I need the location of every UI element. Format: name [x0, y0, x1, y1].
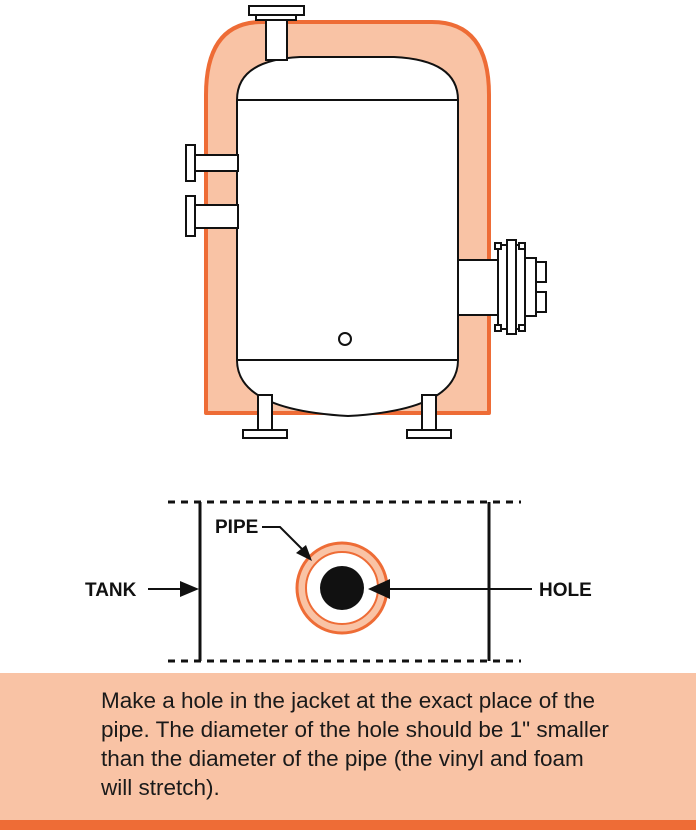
hole-label: HOLE: [539, 580, 592, 601]
right-leg: [406, 394, 452, 439]
instruction-box: Make a hole in the jacket at the exact p…: [0, 673, 696, 820]
instruction-text: Make a hole in the jacket at the exact p…: [101, 688, 609, 800]
pipe-arrow-head-icon: [296, 545, 312, 561]
pipe-label: PIPE: [215, 517, 258, 538]
top-nozzle: [248, 5, 305, 61]
hole-icon: [320, 566, 364, 610]
tank-jacket-diagram: PIPE TANK HOLE: [85, 5, 592, 663]
left-nozzle-lower: [185, 195, 239, 237]
right-flange-assembly: [457, 239, 547, 335]
tank-arrow-head-icon: [180, 581, 199, 597]
left-leg: [242, 394, 288, 439]
left-nozzle-upper: [185, 144, 239, 182]
tank-label: TANK: [85, 580, 137, 601]
instruction-bottom-bar: [0, 820, 696, 830]
pipe-arrow-line: [262, 526, 306, 553]
hole-arrow-head-icon: [368, 579, 390, 599]
tank-vessel: [236, 56, 459, 418]
drain-port-icon: [338, 332, 352, 346]
